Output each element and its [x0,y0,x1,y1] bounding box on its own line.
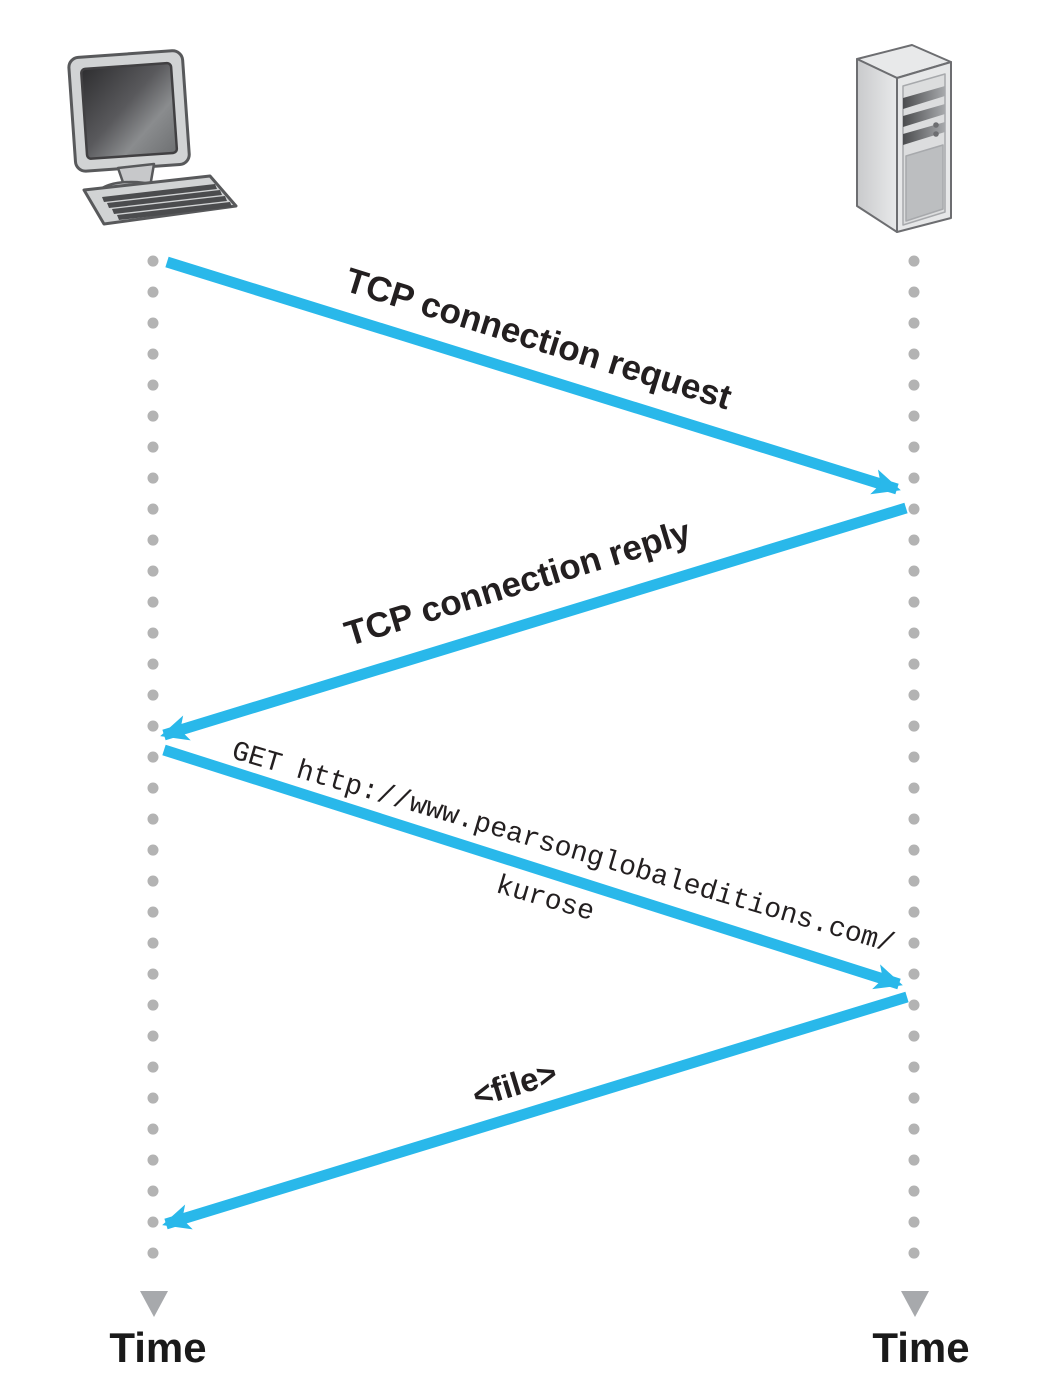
message-arrow [160,502,908,741]
message-http-get-request: GET http://www.pearsonglobaleditions.com… [162,737,903,990]
client-computer-icon [67,49,238,226]
keyboard-key-row [102,184,217,202]
message-file-response: <file> [162,991,909,1230]
time-label-right: Time [872,1324,969,1371]
message-tcp-connection-reply: TCP connection reply [160,502,908,741]
drive-bay [903,86,945,109]
drive-bay [903,122,945,145]
message-arrow [165,256,901,495]
timeline-arrow-icon [140,1291,168,1317]
message-arrow [162,744,903,990]
server-side-face [856,58,898,233]
message-label-line1: GET http://www.pearsonglobaleditions.com… [228,737,898,961]
message-tcp-connection-request: TCP connection request [165,256,901,495]
monitor-screen [80,61,179,160]
client-timeline: Time [109,255,207,1371]
keyboard-key-row [107,190,222,208]
timeline-arrow-icon [901,1291,929,1317]
keyboard-key-row [117,202,232,220]
reset-button-icon [933,131,939,137]
server-timeline: Time [872,255,970,1371]
server-lower-panel [905,144,944,222]
power-button-icon [933,122,939,128]
time-label-left: Time [109,1324,206,1371]
drive-bay [903,104,945,127]
message-arrow [162,991,909,1230]
keyboard-key-row [112,196,227,214]
server-tower-icon [856,44,952,233]
